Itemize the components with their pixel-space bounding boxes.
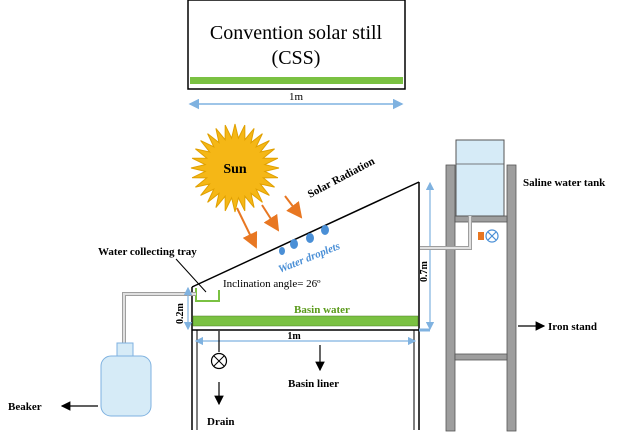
title-dimension: 1m	[188, 91, 404, 110]
basin-width-label: 1m	[287, 331, 301, 342]
title-line-1: Convention solar still	[210, 22, 383, 44]
water-collecting-tray-label: Water collecting tray	[98, 246, 197, 258]
saline-tank-label: Saline water tank	[523, 177, 606, 189]
saline-water-tank	[455, 139, 505, 217]
title-line-2: (CSS)	[272, 47, 321, 69]
basin-water	[192, 315, 419, 327]
feed-pipe	[419, 216, 472, 332]
beaker-label: Beaker	[8, 401, 42, 413]
tray-pointer	[175, 258, 207, 293]
title-green-bar	[190, 77, 403, 84]
collecting-tray	[195, 288, 220, 302]
inclination-label: Inclination angle= 26º	[223, 278, 321, 290]
title-box: Convention solar still (CSS)	[187, 0, 406, 90]
title-dimension-label: 1m	[289, 91, 304, 103]
basin-water-label: Basin water	[294, 304, 350, 316]
solar-radiation-label: Solar Radiation	[306, 155, 377, 200]
drain-label: Drain	[207, 416, 235, 428]
still-body	[191, 181, 420, 430]
height-left-label: 0.2m	[175, 303, 186, 325]
feed-valve-icon	[478, 229, 499, 243]
sun-label: Sun	[223, 162, 247, 177]
outlet-pipe	[122, 292, 196, 344]
drain-valve-icon	[210, 331, 228, 370]
iron-stand-label: Iron stand	[548, 321, 597, 333]
water-droplets-label: Water droplets	[277, 240, 342, 276]
height-right-label: 0.7m	[419, 261, 430, 283]
beaker-icon	[100, 342, 152, 417]
radiation-arrows	[236, 195, 303, 249]
basin-liner-label: Basin liner	[288, 378, 339, 390]
water-droplets	[279, 225, 329, 255]
sun-icon: Sun	[190, 123, 280, 213]
